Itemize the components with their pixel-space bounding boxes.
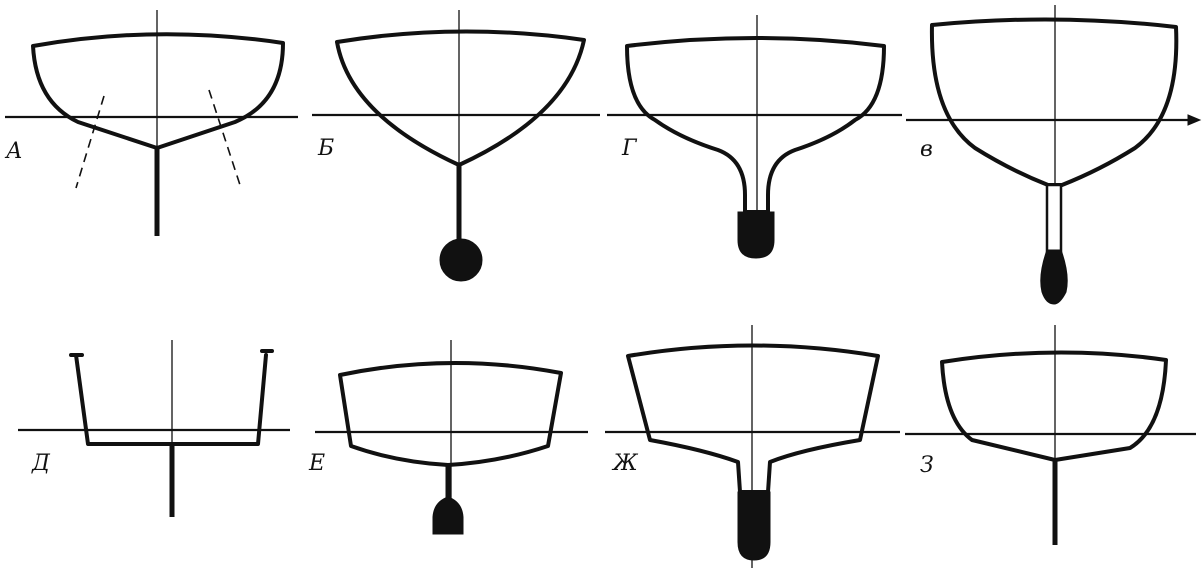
waterline-arrow xyxy=(1187,114,1202,126)
teardrop-bulb xyxy=(1040,249,1068,305)
keel-bulb xyxy=(737,491,771,561)
panel-label: Е xyxy=(308,451,325,476)
bilge-board-right xyxy=(208,89,241,186)
panel-zh: Ж xyxy=(605,325,900,568)
hull-section xyxy=(335,29,586,167)
panel-label: З xyxy=(920,453,934,478)
keel-bulb xyxy=(432,496,464,535)
hull-section xyxy=(929,17,1179,187)
hull-section xyxy=(31,32,285,150)
panel-label: в xyxy=(920,137,933,162)
panel-e: Е xyxy=(308,340,588,535)
panel-a: А xyxy=(4,10,298,236)
panel-label: Д xyxy=(31,451,51,476)
panel-label: А xyxy=(4,139,23,164)
hull-section xyxy=(626,343,880,494)
panel-b: Б xyxy=(312,10,600,282)
keel-fin xyxy=(1045,183,1063,255)
hull-section xyxy=(625,36,886,214)
keel-bulb xyxy=(737,211,775,259)
panel-g: Г xyxy=(607,15,902,259)
panel-label: Г xyxy=(621,136,638,161)
panel-d: Д xyxy=(18,340,290,517)
hull-section xyxy=(338,360,563,467)
bilge-board-left xyxy=(75,95,105,189)
panel-label: Ж xyxy=(611,451,639,476)
panel-z: З xyxy=(905,325,1196,545)
panel-v: в xyxy=(906,5,1202,305)
hull-section xyxy=(940,350,1168,462)
ball-bulb xyxy=(439,238,483,282)
panel-label: Б xyxy=(317,136,334,161)
